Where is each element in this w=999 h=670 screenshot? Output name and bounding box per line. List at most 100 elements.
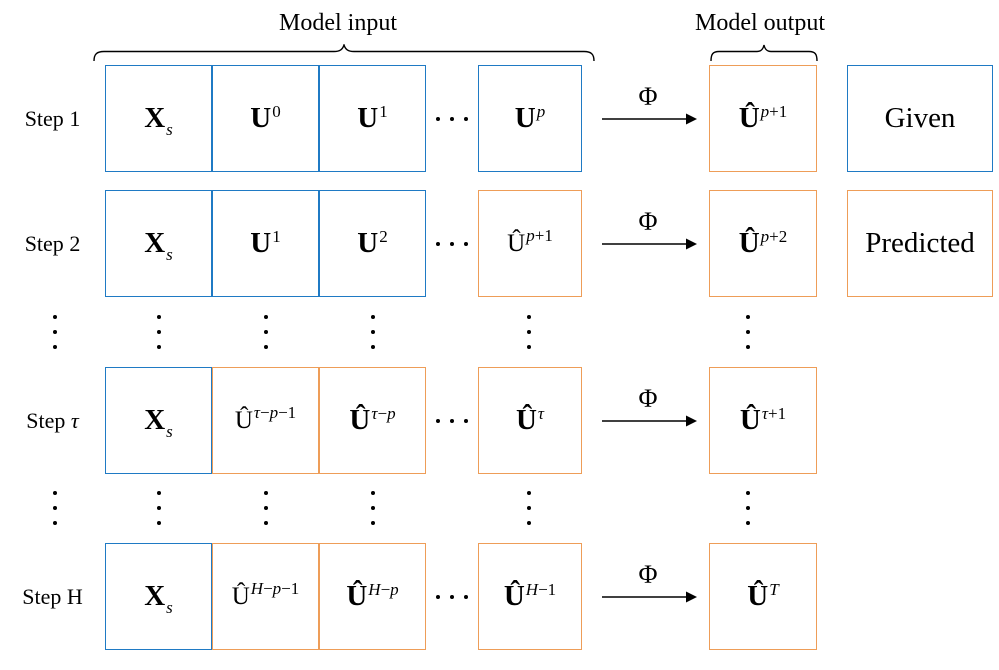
input-box: ÛH−p [319, 543, 426, 650]
math-sup: 1 [272, 227, 281, 246]
box-math: U0 [250, 102, 280, 135]
vertical-ellipsis-icon [527, 491, 531, 525]
dot [746, 330, 750, 334]
math-base: X [144, 102, 166, 134]
dot [157, 345, 161, 349]
output-box: Ûp+2 [709, 190, 817, 297]
math-base: X [144, 580, 166, 612]
box-math: Ûτ [516, 404, 544, 437]
dot [527, 330, 531, 334]
phi-arrow: Φ [582, 65, 709, 172]
dot [371, 345, 375, 349]
input-box: U1 [212, 190, 319, 297]
dot [464, 594, 468, 599]
phi-arrow: Φ [582, 367, 709, 474]
input-box: ÛH−p−1 [212, 543, 319, 650]
math-base: Û [738, 102, 760, 134]
vertical-ellipsis-icon [371, 315, 375, 349]
vdots-cell [45, 297, 65, 367]
math-sup: p+1 [526, 225, 553, 245]
hdots-cell [426, 190, 478, 297]
model-output-label: Model output [695, 10, 825, 36]
step-label: Step τ [26, 407, 79, 433]
dot [436, 241, 440, 246]
dot [450, 594, 454, 599]
box-math: U2 [357, 227, 387, 260]
dot [157, 506, 161, 510]
vertical-ellipsis-icon [527, 315, 531, 349]
dot [746, 491, 750, 495]
dot [527, 345, 531, 349]
horizontal-ellipsis-icon [436, 241, 468, 246]
vdots-cell [363, 297, 383, 367]
input-box: Xs [105, 190, 212, 297]
math-base: Û [346, 580, 368, 612]
dot [450, 116, 454, 121]
input-box: Xs [105, 543, 212, 650]
math-sup: p [536, 102, 546, 121]
math-sup: H−p [368, 580, 399, 599]
dot [436, 116, 440, 121]
step-label: Step 1 [24, 105, 81, 131]
step-label-cell: Step 1 [0, 65, 105, 172]
dot [264, 491, 268, 495]
vdots-cell [149, 473, 169, 543]
output-box: ÛT [709, 543, 817, 650]
box-math: Ûτ−p−1 [235, 403, 296, 435]
box-math: ÛH−p [346, 580, 398, 613]
dot [371, 506, 375, 510]
dot [157, 330, 161, 334]
vdots-cell [363, 473, 383, 543]
dot [746, 521, 750, 525]
hdots-cell [426, 65, 478, 172]
dot [53, 345, 57, 349]
vdots-cell [256, 297, 276, 367]
hdots-cell [426, 543, 478, 650]
phi-label: Φ [638, 383, 658, 413]
output-box: Ûp+1 [709, 65, 817, 172]
math-base: U [357, 227, 379, 259]
math-base: U [514, 102, 536, 134]
dot [450, 241, 454, 246]
phi-label: Φ [638, 559, 658, 589]
step-label-cell: Step τ [0, 367, 105, 474]
math-sup: τ−p [371, 404, 396, 423]
vdots-cell [149, 297, 169, 367]
vdots-cell [519, 297, 539, 367]
legend-label: Given [884, 102, 956, 134]
step-label: Step H [22, 583, 83, 609]
phi-arrow: Φ [582, 190, 709, 297]
math-sup: H−p−1 [250, 578, 300, 598]
math-sub: s [166, 120, 173, 139]
step-label-cell: Step 2 [0, 190, 105, 297]
math-base: U [250, 227, 272, 259]
math-base: Û [507, 229, 526, 257]
model-output-brace-icon [710, 44, 818, 62]
math-sub: s [166, 422, 173, 441]
vertical-ellipsis-icon [371, 491, 375, 525]
vdots-cell [256, 473, 276, 543]
dot [264, 506, 268, 510]
vertical-ellipsis-icon [53, 315, 57, 349]
header: Model input Model output [0, 0, 999, 64]
dot [527, 315, 531, 319]
math-sup: p+1 [760, 102, 788, 121]
box-math: Ûp+1 [507, 226, 553, 258]
math-sub: s [166, 598, 173, 617]
dot [53, 330, 57, 334]
math-base: X [144, 227, 166, 259]
vertical-ellipsis-icon [746, 491, 750, 525]
phi-label: Φ [638, 81, 658, 111]
dot [527, 491, 531, 495]
vertical-ellipsis-icon [53, 491, 57, 525]
model-input-brace-icon [93, 44, 595, 62]
math-sup: 2 [379, 227, 388, 246]
box-math: Ûτ−p [349, 404, 395, 437]
dot [464, 241, 468, 246]
box-math: Xs [144, 102, 173, 139]
math-sub: s [166, 245, 173, 264]
input-box: Ûp+1 [478, 190, 582, 297]
math-base: Û [747, 580, 769, 612]
